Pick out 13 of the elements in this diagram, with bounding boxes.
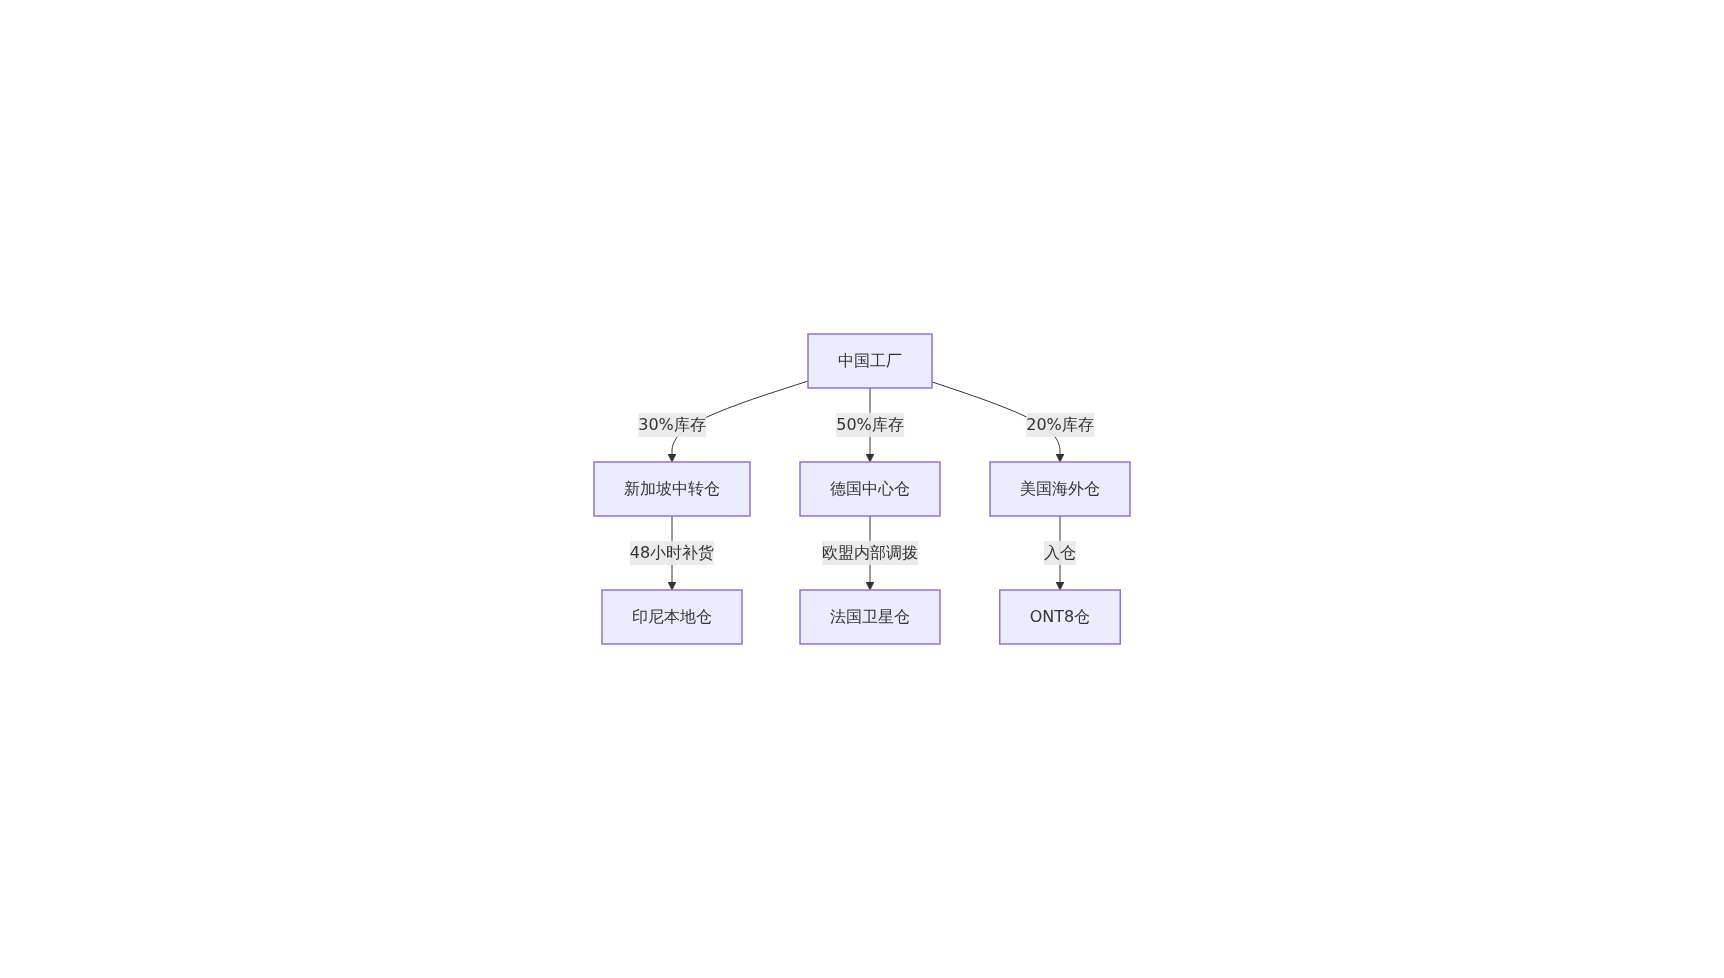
edge-label: 48小时补货 <box>629 543 715 562</box>
node-box: 印尼本地仓 <box>601 589 743 645</box>
edge-label: 50%库存 <box>836 415 904 434</box>
node-box: 德国中心仓 <box>799 461 941 517</box>
edge-label: 30%库存 <box>638 415 706 434</box>
edge-label: 欧盟内部调拨 <box>822 543 918 562</box>
edge-label: 入仓 <box>1044 543 1076 562</box>
node-box: 中国工厂 <box>807 333 933 389</box>
node-box: 美国海外仓 <box>989 461 1131 517</box>
edge-label: 20%库存 <box>1026 415 1094 434</box>
node-box: 法国卫星仓 <box>799 589 941 645</box>
node-box: ONT8仓 <box>999 589 1121 645</box>
node-box: 新加坡中转仓 <box>593 461 751 517</box>
